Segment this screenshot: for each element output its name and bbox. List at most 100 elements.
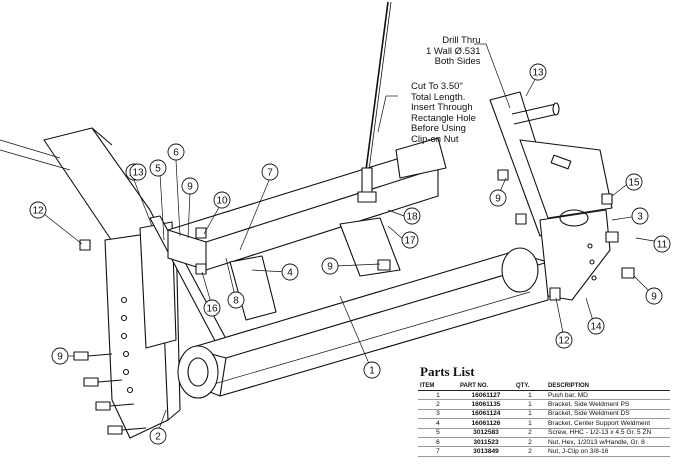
item-cell: 3 bbox=[418, 409, 458, 420]
callout-balloon: 1 bbox=[363, 361, 381, 379]
callout-balloon: 7 bbox=[261, 163, 279, 181]
callout-circle bbox=[181, 177, 199, 195]
callout-circle bbox=[261, 163, 279, 181]
callout-balloon: 16 bbox=[203, 299, 221, 317]
part-no-cell: 16061135 bbox=[458, 399, 514, 410]
item-cell: 7 bbox=[418, 446, 458, 457]
drill-note-line: Both Sides bbox=[434, 56, 481, 67]
item-cell: 6 bbox=[418, 437, 458, 448]
callout-balloon: 18 bbox=[403, 207, 421, 225]
col-description: DESCRIPTION bbox=[546, 382, 670, 391]
callout-balloon: 13 bbox=[529, 63, 547, 81]
callout-number: 9 bbox=[187, 182, 193, 193]
callout-circle bbox=[227, 291, 245, 309]
drill-note: Drill Thru 1 Wall Ø.531 Both Sides bbox=[426, 35, 481, 68]
callout-number: 9 bbox=[327, 262, 333, 273]
parts-list-title: Parts List bbox=[420, 364, 475, 379]
description-cell: Nut, Hex, 1/2013 w/Handle, Gr. 8 bbox=[546, 437, 670, 448]
item-cell: 4 bbox=[418, 418, 458, 429]
description-cell: Nut, J-Clip on 3/8-16 bbox=[546, 446, 670, 457]
callout-number: 7 bbox=[267, 168, 273, 179]
callout-circle bbox=[203, 299, 221, 317]
upper-crossbar bbox=[167, 137, 447, 271]
callout-number: 11 bbox=[657, 240, 668, 251]
col-part-no: PART NO. bbox=[458, 382, 514, 391]
callout-number: 13 bbox=[132, 168, 144, 179]
qty-cell: 1 bbox=[514, 418, 546, 429]
callout-circle bbox=[51, 347, 69, 365]
callout-number: 9 bbox=[57, 352, 63, 363]
callout-balloon: 4 bbox=[281, 263, 299, 281]
callout-number: 6 bbox=[173, 148, 179, 159]
part-no-cell: 3013849 bbox=[458, 446, 514, 457]
bolt-set bbox=[73, 169, 635, 435]
description-cell: Screw, HHC - 1/2-13 x 4.5 Gr. 5 ZN bbox=[546, 428, 670, 438]
callout-circle bbox=[403, 207, 421, 225]
qty-cell: 1 bbox=[514, 409, 546, 420]
callout-number: 10 bbox=[216, 196, 228, 207]
side-weldment-ds bbox=[489, 91, 613, 301]
leader-lines bbox=[43, 43, 661, 433]
callout-number: 13 bbox=[532, 68, 544, 79]
qty-cell: 2 bbox=[514, 446, 546, 457]
callout-balloon: 13 bbox=[129, 163, 147, 181]
callout-number: 5 bbox=[155, 164, 161, 175]
callout-circle bbox=[401, 231, 419, 249]
callout-circle bbox=[625, 173, 643, 191]
callout-balloon: 6 bbox=[167, 143, 185, 161]
callout-balloon: 12 bbox=[29, 201, 47, 219]
callout-circle bbox=[29, 201, 47, 219]
callout-balloon: 9 bbox=[321, 257, 339, 275]
part-no-cell: 3012583 bbox=[458, 428, 514, 438]
callout-number: 16 bbox=[206, 304, 218, 315]
callout-balloon: 9 bbox=[489, 189, 507, 207]
part-no-cell: 16061124 bbox=[458, 409, 514, 420]
drill-note-line: 1 Wall Ø.531 bbox=[426, 45, 481, 57]
item-cell: 2 bbox=[418, 399, 458, 410]
callout-balloon: 9 bbox=[645, 287, 663, 305]
callout-number: 9 bbox=[651, 292, 657, 303]
callout-circle bbox=[555, 331, 573, 349]
push-rod bbox=[357, 1, 392, 203]
callout-balloon: 11 bbox=[653, 235, 671, 253]
callout-number: 18 bbox=[406, 212, 418, 223]
hitch-pin bbox=[511, 102, 560, 125]
callout-circle bbox=[167, 143, 185, 161]
parts-header-row: ITEM PART NO. QTY. DESCRIPTION bbox=[418, 382, 670, 391]
callout-circle bbox=[129, 163, 147, 181]
callout-circle bbox=[149, 427, 167, 445]
qty-cell: 2 bbox=[514, 428, 546, 438]
callout-number: 3 bbox=[637, 212, 643, 223]
callout-balloon: 17 bbox=[401, 231, 419, 249]
push-bar bbox=[177, 247, 549, 399]
callout-circle bbox=[645, 287, 663, 305]
cut-note-line: Rectangle Hole bbox=[411, 112, 476, 124]
callout-circle bbox=[631, 207, 649, 225]
drill-note-line: Drill Thru bbox=[442, 35, 481, 46]
callout-number: 14 bbox=[590, 322, 602, 333]
description-cell: Bracket, Side Weldment PS bbox=[546, 399, 670, 410]
item-cell: 5 bbox=[418, 428, 458, 438]
description-cell: Push bar, MD bbox=[546, 390, 670, 401]
callout-circle bbox=[529, 63, 547, 81]
callout-balloon: 2 bbox=[149, 427, 167, 445]
callout-number: 1 bbox=[369, 366, 375, 377]
cut-note-line: Clip-on Nut bbox=[411, 133, 459, 145]
callout-circle bbox=[149, 159, 167, 177]
callout-number: 17 bbox=[404, 236, 416, 247]
cut-note: Cut To 3.50" Total Length. Insert Throug… bbox=[411, 81, 476, 145]
callout-balloon: 8 bbox=[227, 291, 245, 309]
qty-cell: 1 bbox=[514, 390, 546, 401]
part-no-cell: 16061127 bbox=[458, 390, 514, 401]
callout-balloon: 9 bbox=[51, 347, 69, 365]
part-no-cell: 16061126 bbox=[458, 418, 514, 429]
callout-circle bbox=[321, 257, 339, 275]
